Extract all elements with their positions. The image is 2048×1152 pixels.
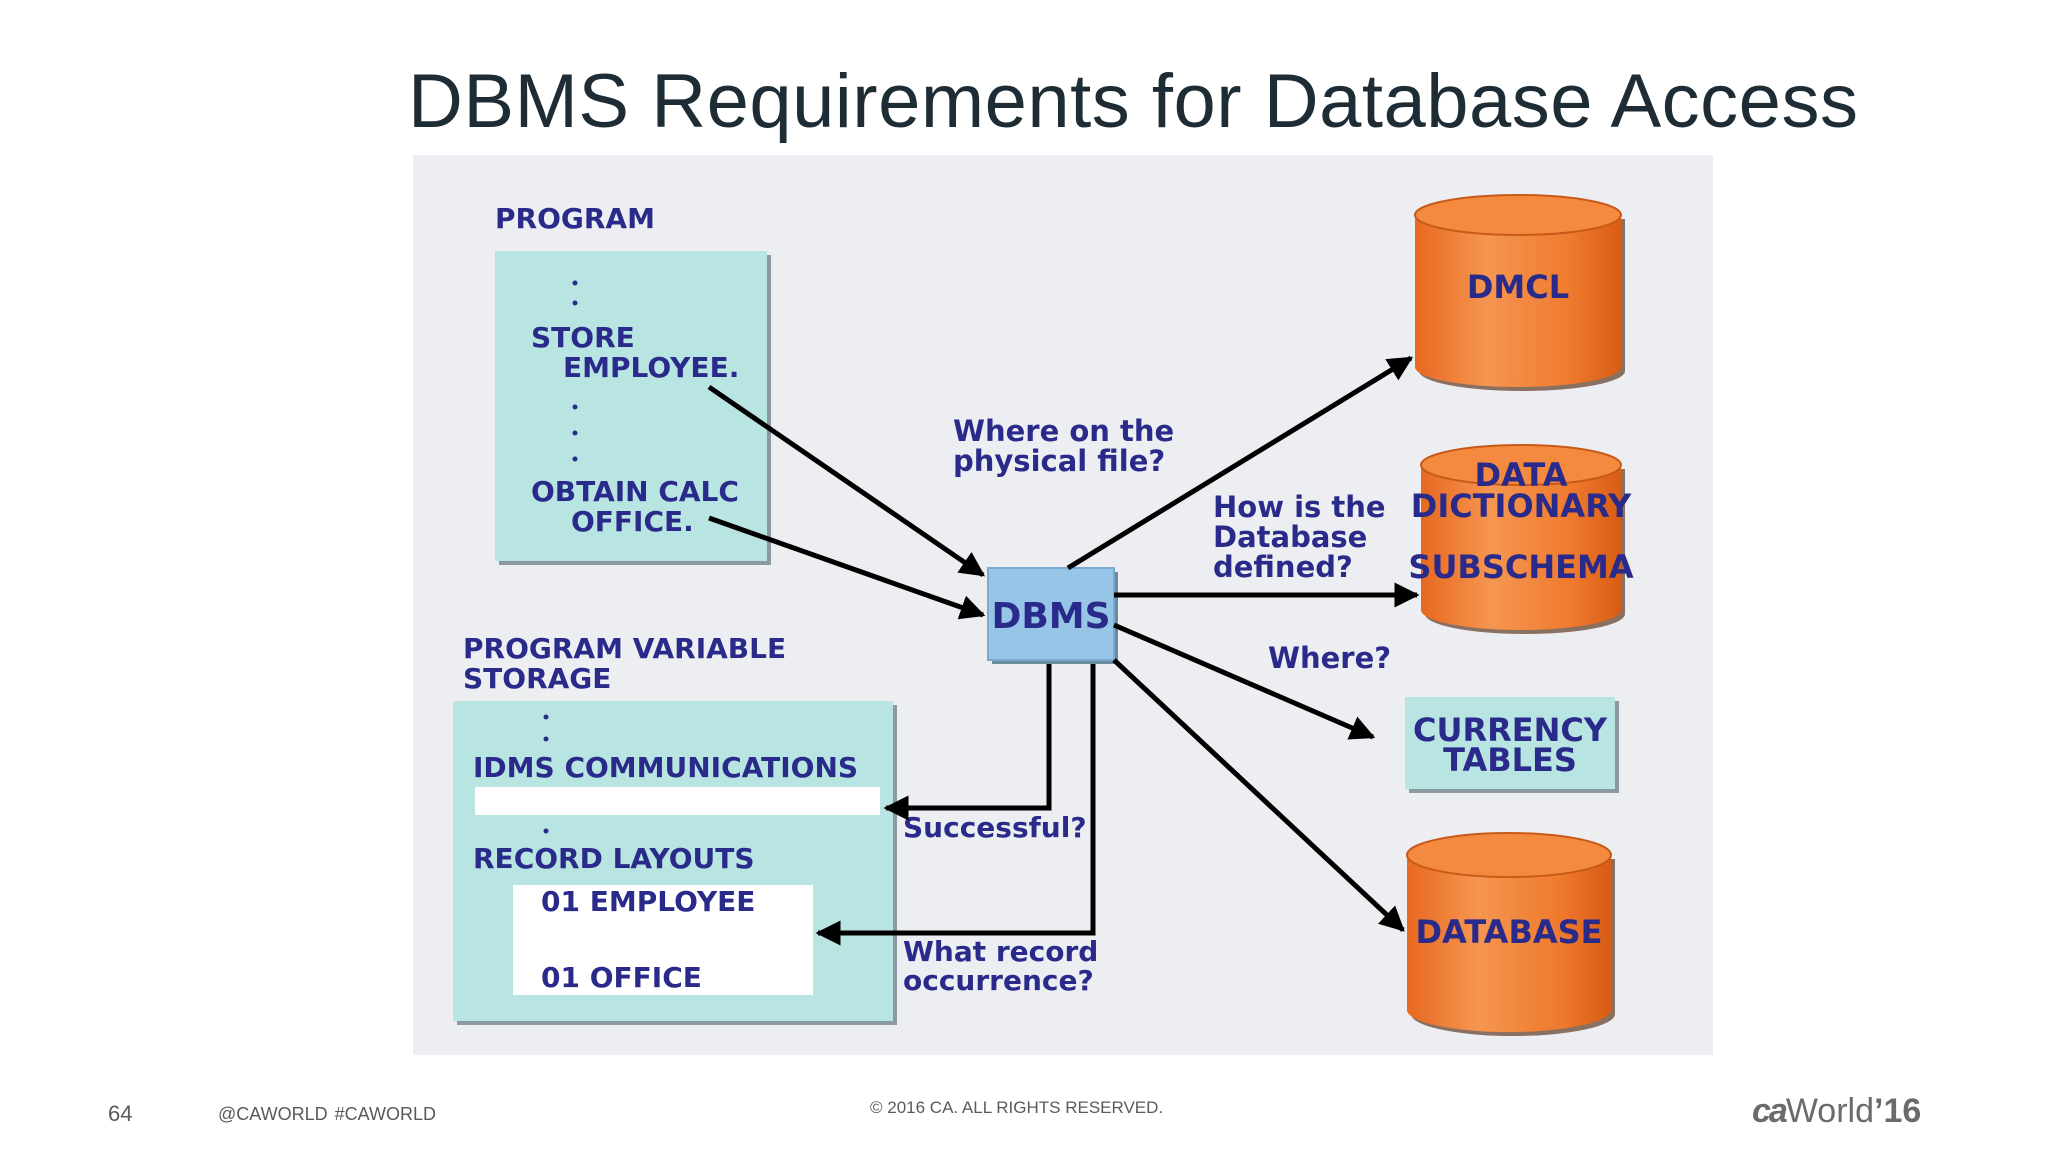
idms-communications-area bbox=[475, 787, 880, 815]
arrow-dbms-to-dmcl bbox=[1066, 355, 1414, 571]
program-employee: EMPLOYEE. bbox=[563, 351, 739, 384]
dbms-label: DBMS bbox=[991, 596, 1110, 637]
arrow-dbms-to-record-layouts bbox=[815, 664, 1096, 946]
logo-world: World bbox=[1785, 1092, 1874, 1130]
program-obtain-calc: OBTAIN CALC bbox=[531, 475, 739, 508]
record-layouts-label: RECORD LAYOUTS bbox=[473, 842, 755, 875]
arrow-obtain-to-dbms bbox=[708, 515, 986, 620]
ca-world-logo: caWorld’16 bbox=[1752, 1092, 1921, 1131]
question-successful: Successful? bbox=[903, 811, 1087, 844]
program-office: OFFICE. bbox=[571, 505, 694, 538]
database-label: DATABASE bbox=[1415, 913, 1602, 951]
question-defined-2: Database bbox=[1213, 520, 1367, 554]
subschema-label: SUBSCHEMA bbox=[1408, 548, 1633, 586]
currency-tables-box bbox=[1405, 697, 1615, 789]
slide-title: DBMS Requirements for Database Access bbox=[408, 59, 1859, 144]
dmcl-label: DMCL bbox=[1467, 268, 1569, 306]
dbms-box bbox=[987, 567, 1115, 661]
program-dots-middle bbox=[572, 404, 578, 462]
dictionary-cylinder bbox=[1420, 444, 1625, 634]
logo-year: ’16 bbox=[1874, 1092, 1922, 1130]
program-box bbox=[495, 251, 767, 561]
database-cylinder bbox=[1406, 832, 1615, 1036]
variable-storage-heading-1: PROGRAM VARIABLE bbox=[463, 632, 786, 665]
dbms-diagram: PROGRAM STORE EMPLOYEE. OBTAIN CALC OFFI… bbox=[413, 155, 1713, 1055]
arrow-store-to-dbms bbox=[707, 384, 986, 578]
dmcl-cylinder bbox=[1414, 194, 1625, 391]
question-occurrence-2: occurrence? bbox=[903, 964, 1094, 997]
arrow-dbms-to-database bbox=[1112, 658, 1405, 932]
record-layouts-area bbox=[513, 885, 813, 995]
social-handles: @CAWORLD #CAWORLD bbox=[218, 1104, 436, 1124]
arrow-dbms-to-currency bbox=[1113, 622, 1376, 740]
currency-label-2: TABLES bbox=[1443, 741, 1577, 779]
question-physical-1: Where on the bbox=[953, 414, 1174, 448]
program-heading: PROGRAM bbox=[495, 202, 655, 235]
arrow-dbms-to-communications bbox=[883, 664, 1052, 821]
record-employee-label: 01 EMPLOYEE bbox=[541, 885, 755, 918]
idms-communications-label: IDMS COMMUNICATIONS bbox=[473, 751, 858, 784]
copyright: © 2016 CA. ALL RIGHTS RESERVED. bbox=[870, 1098, 1164, 1117]
program-dots-top bbox=[572, 280, 578, 306]
question-defined-3: defined? bbox=[1213, 550, 1353, 584]
question-occurrence-1: What record bbox=[903, 935, 1098, 968]
dictionary-label-1: DATA bbox=[1475, 456, 1568, 494]
variable-storage-heading-2: STORAGE bbox=[463, 662, 611, 695]
question-defined-1: How is the bbox=[1213, 490, 1386, 524]
logo-ca: ca bbox=[1752, 1092, 1788, 1130]
page-number: 64 bbox=[108, 1101, 133, 1126]
question-where: Where? bbox=[1268, 641, 1391, 675]
record-employee: 01 OFFICE bbox=[541, 961, 702, 994]
program-store: STORE bbox=[531, 321, 635, 354]
dictionary-label-2: DICTIONARY bbox=[1411, 487, 1632, 525]
currency-label-1: CURRENCY bbox=[1413, 711, 1608, 749]
question-physical-2: physical file? bbox=[953, 444, 1165, 478]
